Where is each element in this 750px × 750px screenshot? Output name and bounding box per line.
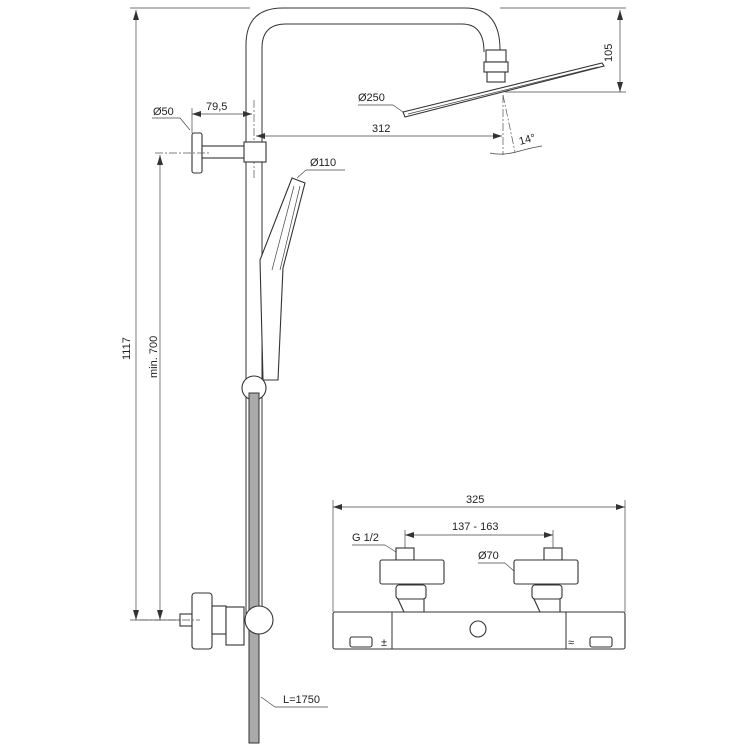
- label-thermostat-width: 325: [466, 494, 484, 506]
- dimension-min-height: min. 700: [148, 155, 163, 620]
- label-overhead-angle: 14°: [518, 132, 537, 148]
- label-wall-bracket-diameter: Ø50: [153, 106, 174, 118]
- label-handshower-diameter: Ø110: [310, 157, 336, 169]
- label-hose-length: L=1750: [283, 694, 320, 706]
- label-arm-reach: 312: [372, 123, 390, 135]
- callout-hose-length: L=1750: [260, 694, 328, 708]
- label-overhead-diameter: Ø250: [358, 92, 385, 104]
- label-bracket-offset: 79,5: [206, 101, 227, 113]
- temperature-marks-icon: ±: [381, 637, 387, 649]
- overhead-connector: [483, 49, 509, 83]
- shower-hose: [248, 392, 260, 744]
- wall-bracket: [155, 132, 267, 174]
- thermostat-front-view: 325 137 - 163 G 1/2 Ø70 ± ≈: [332, 494, 626, 650]
- thermostat-side-view: [140, 592, 274, 650]
- label-cover-diameter: Ø70: [478, 550, 499, 562]
- dimension-arm-reach: 312: [256, 123, 502, 139]
- callout-handshower-diameter: Ø110: [296, 157, 345, 179]
- riser-rail: [245, 7, 501, 620]
- label-total-height: 1117: [121, 337, 133, 360]
- dimension-overhead-angle: 14°: [489, 94, 543, 155]
- label-connection-distance: 137 - 163: [452, 521, 498, 533]
- dimension-overhead-drop: 105: [500, 7, 626, 93]
- dimension-total-height: 1117: [121, 7, 250, 621]
- label-min-height: min. 700: [148, 336, 160, 378]
- label-thread-size: G 1/2: [352, 532, 379, 544]
- overhead-shower: [402, 62, 605, 118]
- hand-shower: [259, 177, 306, 381]
- callout-overhead-diameter: Ø250: [358, 92, 404, 113]
- dimension-bracket-offset: 79,5: [191, 101, 252, 133]
- outlet-icon: [469, 620, 487, 638]
- flow-marks-icon: ≈: [568, 637, 574, 649]
- label-overhead-drop: 105: [603, 44, 615, 62]
- callout-wall-bracket-diameter: Ø50: [152, 106, 191, 131]
